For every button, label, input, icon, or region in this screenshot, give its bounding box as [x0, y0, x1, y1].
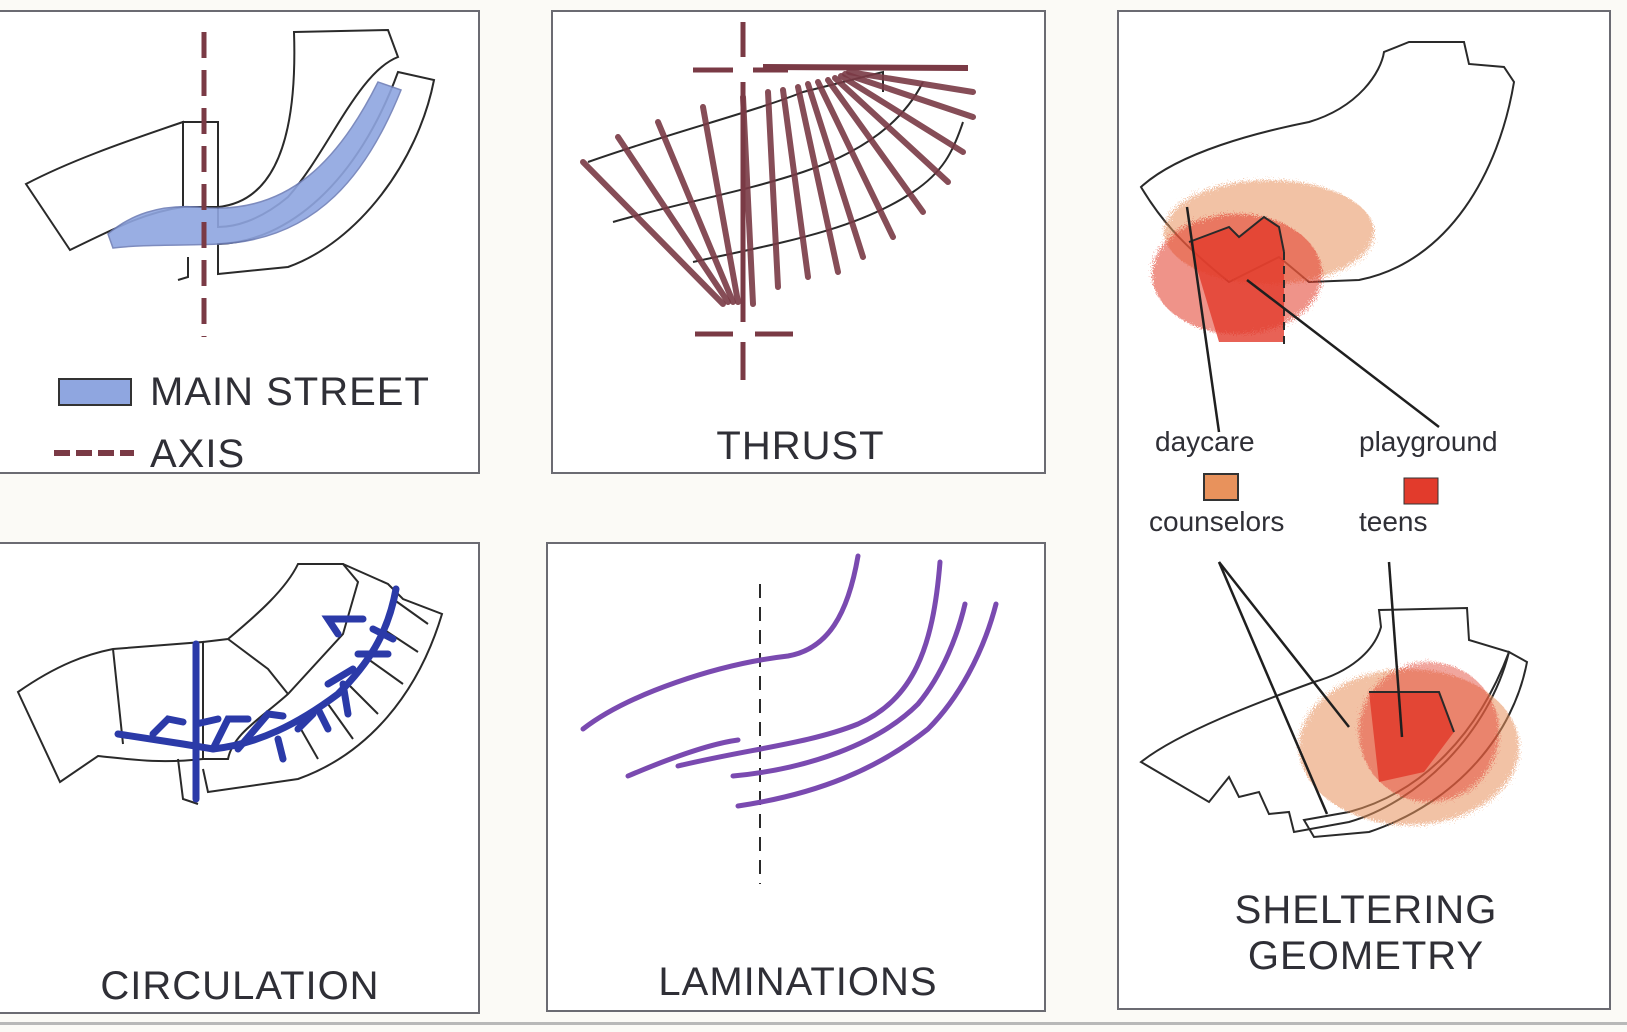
sheltering-diagram	[1139, 41, 1529, 839]
daycare-label: daycare	[1155, 426, 1255, 457]
axis-swatch	[54, 450, 134, 456]
circulation-main-curve	[114, 585, 400, 753]
circulation-caption: CIRCULATION	[100, 964, 380, 1008]
lamination-5	[735, 601, 999, 809]
thrust-bar-15	[846, 69, 976, 95]
thrust-outline-2	[612, 81, 924, 223]
counselors-leader-2	[1217, 561, 1329, 815]
lamination-2	[625, 737, 741, 779]
bottom-rule	[0, 1022, 1627, 1025]
thrust-bar-3	[655, 119, 736, 305]
counselors-leader-1	[1218, 561, 1350, 728]
lamination-1	[580, 553, 861, 732]
circulation-diagram	[16, 563, 444, 805]
sheltering-caption-line2: GEOMETRY	[1247, 934, 1485, 978]
counselors-label: counselors	[1149, 506, 1285, 537]
playground-leader-top	[1246, 279, 1440, 428]
thrust-caption: THRUST	[716, 424, 885, 468]
sheltering-caption-line1: SHELTERING	[1234, 888, 1498, 932]
thrust-bar-8	[795, 84, 841, 275]
main-street-swatch	[58, 378, 132, 406]
thrust-bar-13	[838, 73, 966, 155]
thrust-bar-10	[815, 79, 896, 240]
daycare-leader-top	[1185, 206, 1221, 433]
playground-swatch	[1403, 477, 1439, 505]
thrust-bar-top	[762, 64, 969, 71]
thrust-bar-12	[832, 75, 951, 185]
panel-circulation: CIRCULATION	[0, 542, 480, 1014]
thrust-bar-11	[825, 77, 926, 215]
playground-label: playground	[1359, 426, 1498, 457]
legend-main-street-label: MAIN STREET	[150, 370, 430, 414]
daycare-swatch	[1203, 473, 1239, 501]
thrust-bar-4	[700, 104, 741, 305]
laminations-diagram	[580, 553, 999, 884]
main-street-diagram	[24, 28, 436, 337]
lamination-3	[675, 559, 943, 769]
panel-sheltering-geometry: daycare playground counselors teens SHEL…	[1117, 10, 1611, 1010]
thrust-bar-5	[740, 94, 756, 307]
panel-thrust: THRUST	[551, 10, 1046, 474]
thrust-bar-14	[842, 71, 976, 120]
thrust-bar-2	[615, 134, 731, 305]
teens-leader	[1387, 561, 1404, 738]
thrust-bar-7	[780, 87, 811, 280]
lamination-4	[730, 601, 968, 779]
teens-label: teens	[1359, 506, 1428, 537]
thrust-bar-6	[765, 89, 781, 290]
panel-laminations: LAMINATIONS	[546, 542, 1046, 1012]
thrust-bar-1	[580, 159, 726, 307]
legend-axis-label: AXIS	[150, 432, 246, 474]
laminations-caption: LAMINATIONS	[658, 960, 938, 1004]
thrust-diagram	[580, 22, 976, 380]
thrust-bar-9	[805, 81, 866, 260]
panel-main-street: MAIN STREET AXIS	[0, 10, 480, 474]
main-street-band	[107, 81, 402, 249]
